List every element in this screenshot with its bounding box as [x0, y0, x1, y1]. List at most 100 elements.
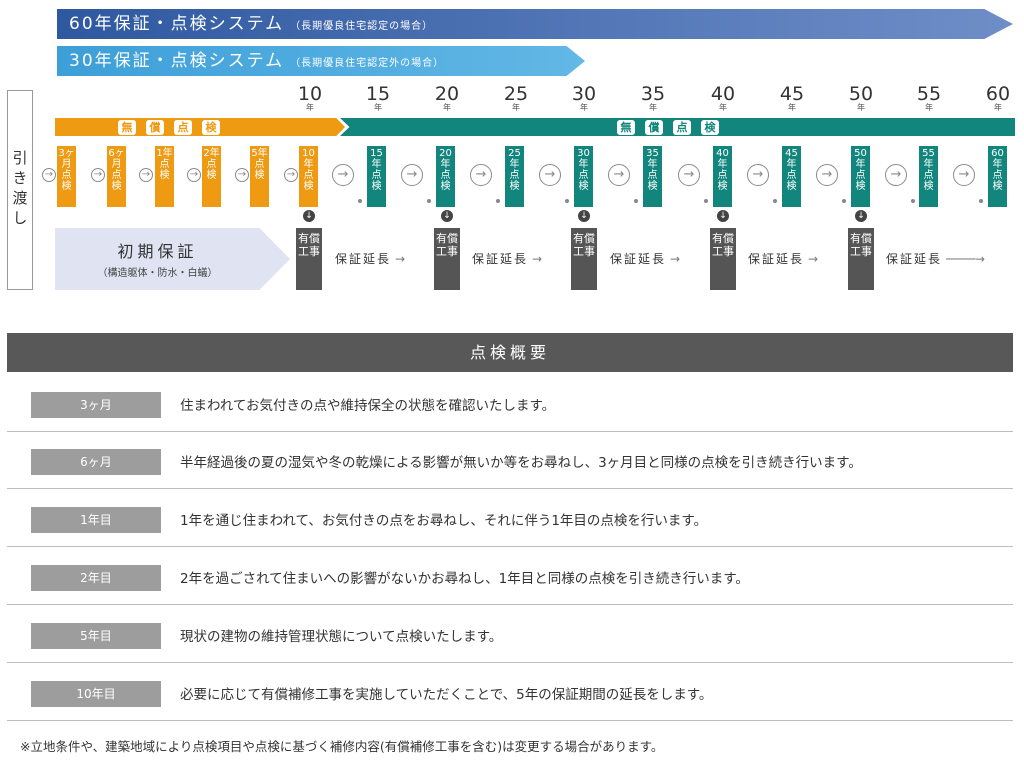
- banner-60-subtitle: （長期優良住宅認定の場合）: [290, 21, 434, 32]
- guarantee-extension-label: 保証延長: [886, 252, 943, 266]
- year-number: 40: [710, 83, 736, 105]
- arrow-circle-icon: →: [235, 168, 249, 182]
- arrow-circle-icon: →: [187, 168, 201, 182]
- year-unit: 年: [649, 103, 657, 112]
- dot-marker: [358, 199, 362, 203]
- footnote: ※立地条件や、建築地域により点検項目や点検に基づく補修内容(有償補修工事を含む)…: [20, 739, 664, 754]
- summary-row: 1年目 1年を通じ住まわれて、お気付きの点をお尋ねし、それに伴う1年目の点検を行い…: [7, 490, 1013, 547]
- guarantee-extension: 保証延長→: [472, 250, 542, 267]
- inspection-box: 6ヶ月点検: [107, 146, 126, 207]
- arrow-circle-icon: →: [139, 168, 153, 182]
- year-number: 25: [503, 83, 529, 105]
- banner-60-title: 60年保証・点検システム: [69, 14, 285, 34]
- year-number: 60: [985, 83, 1011, 105]
- inspection-box: 40年点検: [713, 146, 732, 207]
- summary-row: 3ヶ月住まわれてお気付きの点や維持保全の状態を確認いたします。: [7, 375, 1013, 432]
- arrow-circle-icon: →: [42, 168, 56, 182]
- year-unit: 年: [443, 103, 451, 112]
- free-char: 無: [617, 120, 635, 135]
- dot-marker: [842, 199, 846, 203]
- down-arrow-icon: ↓: [855, 210, 867, 222]
- right-arrow-icon: ────→: [946, 252, 985, 266]
- arrow-circle-icon: →: [332, 164, 354, 186]
- inspection-box: 20年点検: [436, 146, 455, 207]
- dot-marker: [773, 199, 777, 203]
- year-unit: 年: [512, 103, 520, 112]
- dot-marker: [704, 199, 708, 203]
- inspection-box: 10年点検: [299, 146, 318, 207]
- handover-label: 引き渡し: [10, 150, 29, 230]
- arrow-circle-icon: →: [885, 164, 907, 186]
- arrow-circle-icon: →: [678, 164, 700, 186]
- summary-period-tag: 1年目: [31, 507, 161, 533]
- dot-marker: [911, 199, 915, 203]
- paid-repair-box: 有償工事: [571, 228, 597, 290]
- year-number: 45: [779, 83, 805, 105]
- dot-marker: [565, 199, 569, 203]
- summary-period-tag: 5年目: [31, 623, 161, 649]
- arrow-circle-icon: →: [816, 164, 838, 186]
- down-arrow-icon: ↓: [717, 210, 729, 222]
- summary-row: 10年目 必要に応じて有償補修工事を実施していただくことで、5年の保証期間の延長を…: [7, 664, 1013, 721]
- year-number: 20: [434, 83, 460, 105]
- year-unit: 年: [994, 103, 1002, 112]
- year-unit: 年: [306, 103, 314, 112]
- dot-marker: [979, 199, 983, 203]
- summary-period-tag: 2年目: [31, 565, 161, 591]
- arrow-circle-icon: →: [401, 164, 423, 186]
- dot-marker: [427, 199, 431, 203]
- year-unit: 年: [788, 103, 796, 112]
- inspection-box: 3ヶ月点検: [57, 146, 76, 207]
- paid-repair-box: 有償工事: [710, 228, 736, 290]
- summary-description: 住まわれてお気付きの点や維持保全の状態を確認いたします。: [180, 398, 556, 414]
- year-number: 50: [848, 83, 874, 105]
- inspection-box: 50年点検: [851, 146, 870, 207]
- year-unit: 年: [925, 103, 933, 112]
- year-unit: 年: [719, 103, 727, 112]
- guarantee-extension: 保証延長→: [335, 250, 405, 267]
- right-arrow-icon: →: [532, 252, 543, 266]
- summary-description: 必要に応じて有償補修工事を実施していただくことで、5年の保証期間の延長をします。: [180, 687, 713, 703]
- right-arrow-icon: →: [670, 252, 681, 266]
- summary-heading: 点検概要: [7, 333, 1013, 372]
- inspection-box: 35年点検: [643, 146, 662, 207]
- guarantee-extension-label: 保証延長: [748, 252, 805, 266]
- paid-repair-box: 有償工事: [434, 228, 460, 290]
- guarantee-extension: 保証延長────→: [886, 250, 985, 267]
- guarantee-extension-label: 保証延長: [610, 252, 667, 266]
- banner-60-year-system: 60年保証・点検システム （長期優良住宅認定の場合）: [57, 9, 1013, 39]
- arrow-circle-icon: →: [470, 164, 492, 186]
- summary-period-tag: 10年目: [31, 681, 161, 707]
- down-arrow-icon: ↓: [303, 210, 315, 222]
- free-char: 検: [701, 120, 719, 135]
- banner-30-year-system: 30年保証・点検システム（長期優良住宅認定外の場合）: [57, 46, 585, 76]
- guarantee-extension-label: 保証延長: [472, 252, 529, 266]
- free-char: 検: [202, 120, 220, 135]
- initial-guarantee-subtitle: （構造躯体・防水・白蟻）: [97, 268, 218, 279]
- free-inspection-label-teal: 無 償 点 検: [617, 120, 719, 135]
- inspection-box: 45年点検: [782, 146, 801, 207]
- free-inspection-label-orange: 無 償 点 検: [118, 120, 220, 135]
- right-arrow-icon: →: [808, 252, 819, 266]
- free-char: 無: [118, 120, 136, 135]
- initial-guarantee: 初期保証 （構造躯体・防水・白蟻）: [55, 228, 290, 290]
- summary-period-tag: 6ヶ月: [31, 449, 161, 475]
- inspection-box: 30年点検: [574, 146, 593, 207]
- paid-repair-box: 有償工事: [296, 228, 322, 290]
- initial-guarantee-title: 初期保証: [117, 242, 198, 261]
- summary-row: 5年目現状の建物の維持管理状態について点検いたします。: [7, 606, 1013, 663]
- summary-description: 1年を通じ住まわれて、お気付きの点をお尋ねし、それに伴う1年目の点検を行います。: [180, 513, 708, 529]
- inspection-box: 25年点検: [505, 146, 524, 207]
- inspection-box: 1年点検: [155, 146, 174, 207]
- inspection-box: 15年点検: [367, 146, 386, 207]
- year-number: 15: [365, 83, 391, 105]
- arrow-circle-icon: →: [747, 164, 769, 186]
- banner-30-title: 30年保証・点検システム: [69, 51, 285, 71]
